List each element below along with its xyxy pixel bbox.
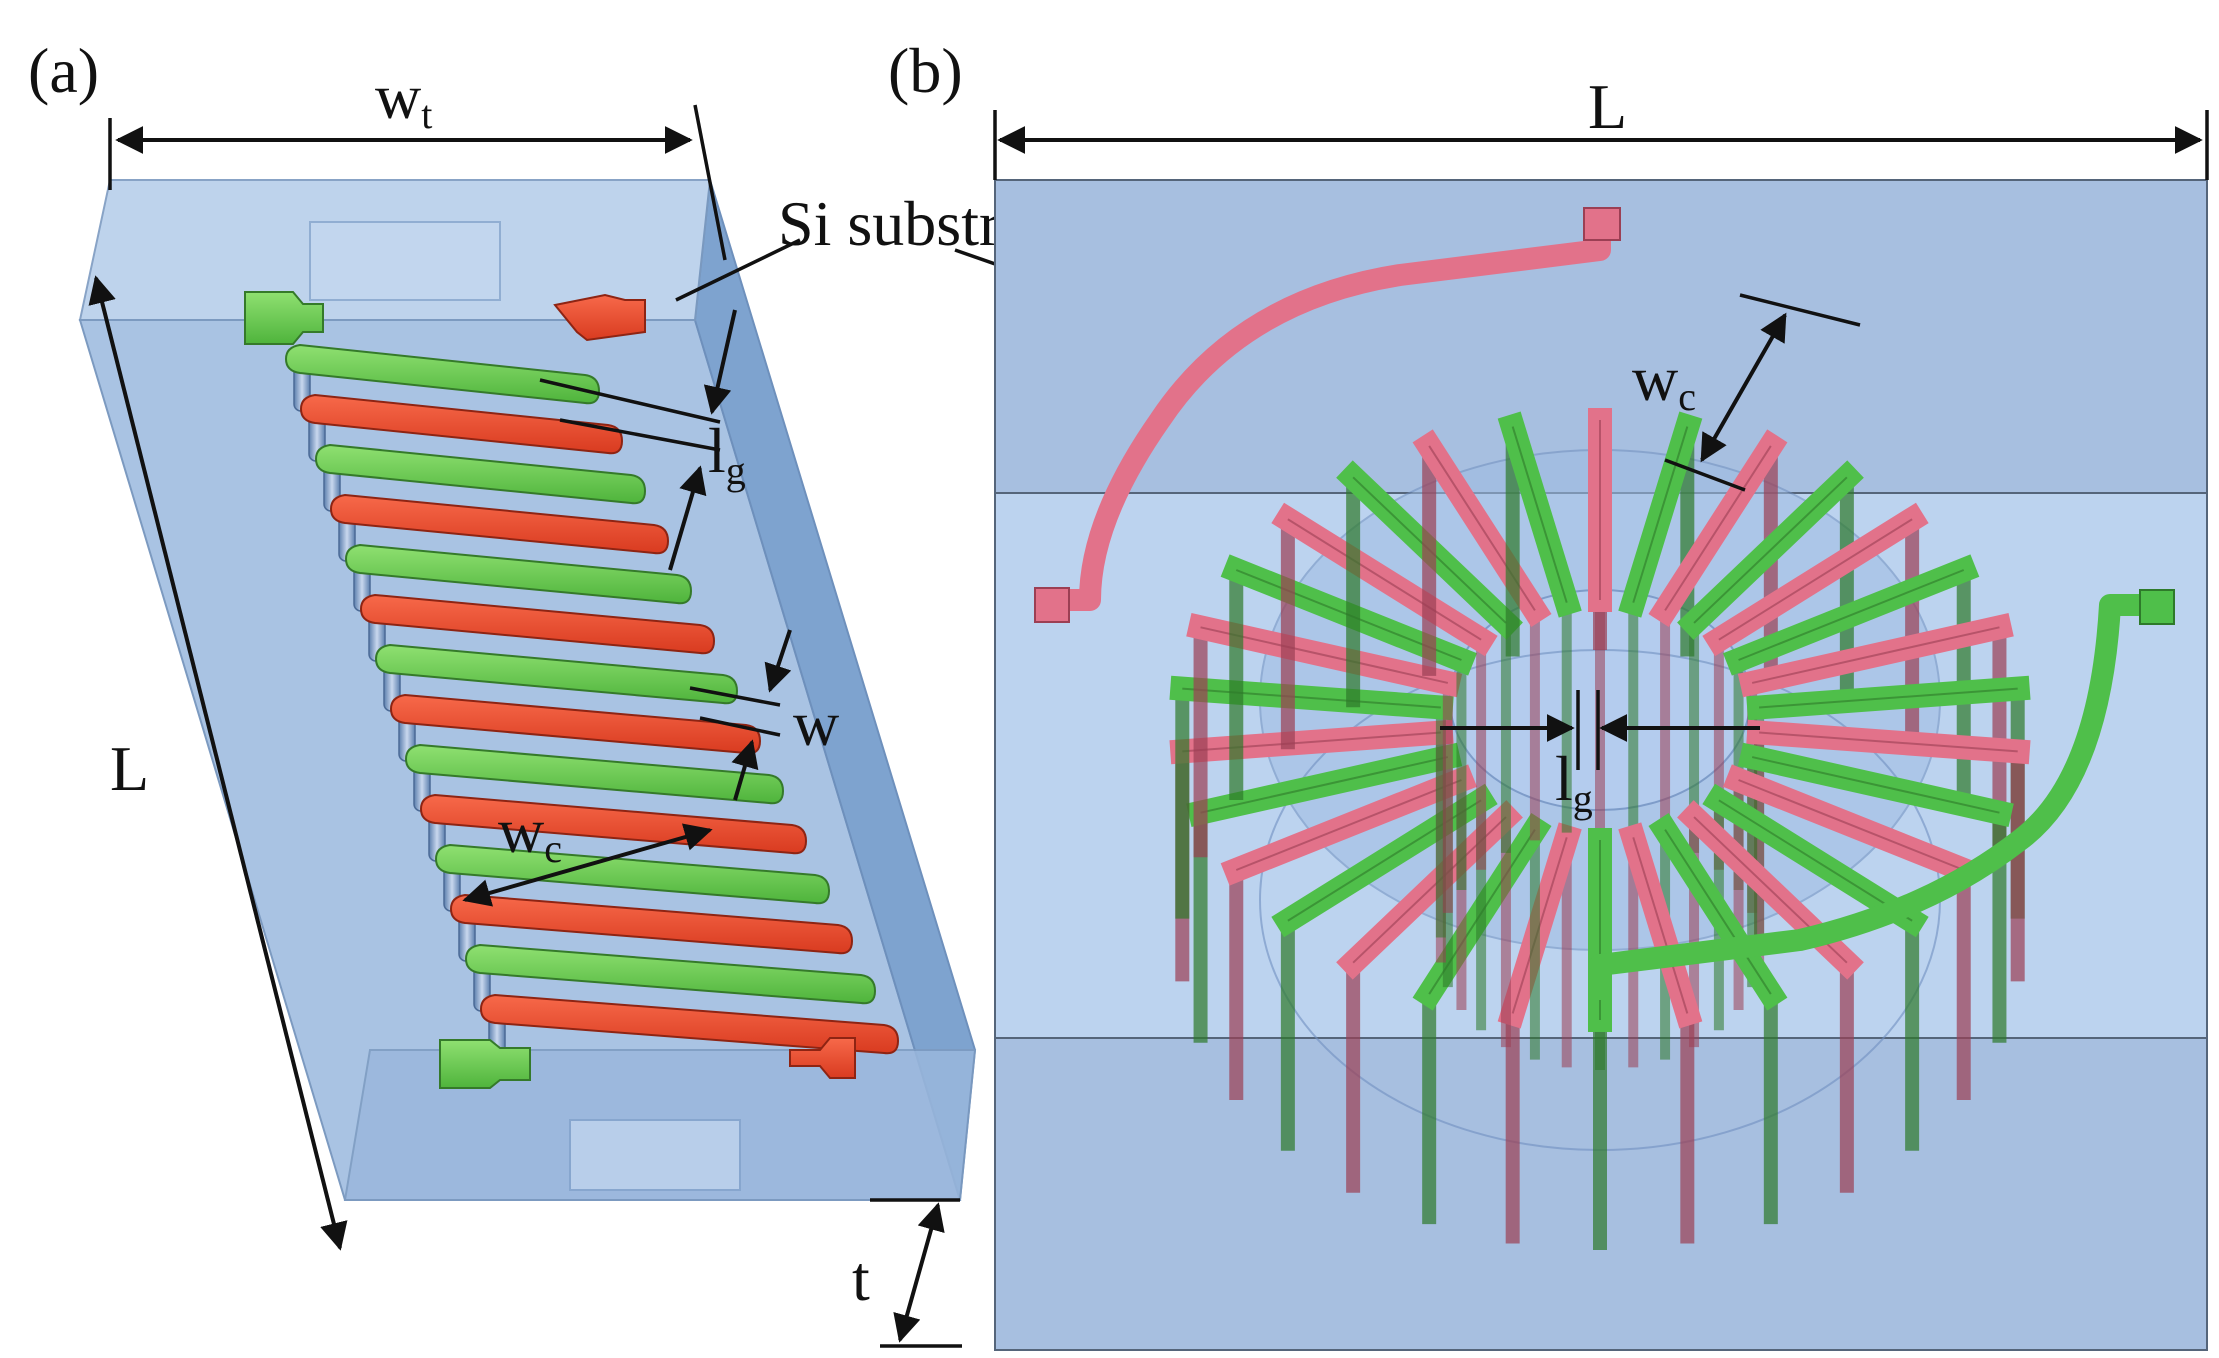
dim-arrow-wire-a-top (764, 629, 792, 693)
coil-finger-edge (1664, 829, 1772, 995)
coil-finger-edge (1693, 476, 1848, 624)
red-coil-segment (449, 893, 854, 955)
coil-finger-edge (1632, 426, 1689, 603)
green-lead-trace (1589, 594, 2160, 1000)
coil-finger-edge (1200, 756, 1449, 814)
green-coil-segment (404, 743, 785, 805)
green-coil-segment (464, 943, 877, 1005)
red-contact-pad-bottom (789, 1037, 856, 1079)
red-coil-segment (359, 593, 716, 655)
leader-coil-b-2 (1664, 458, 1746, 492)
green-lead-pad-right (2139, 589, 2175, 625)
coil-finger-edge (1751, 756, 2000, 814)
core-box-bottom (569, 1119, 741, 1191)
leader-substrate-a (675, 238, 801, 302)
dim-arrow-length-a (88, 275, 348, 1251)
red-contact-pad-top (553, 293, 646, 342)
coil-finger-edge (1182, 687, 1441, 709)
coil-finger-edge (1738, 779, 1965, 871)
dim-arrow-gap-a-top (703, 309, 737, 415)
dim-arrow-coil-b (1700, 312, 1787, 463)
coil-finger-edge (1511, 426, 1568, 603)
coil-finger-edge (1182, 731, 1441, 753)
toroid-coil (1169, 408, 2031, 1250)
panel-b-tag: (b) (888, 35, 963, 106)
label-width-total: wt (375, 61, 432, 137)
dim-tick-width-right (693, 104, 727, 261)
red-coil-segment (479, 993, 900, 1055)
coil-finger-edge (1235, 779, 1462, 871)
dim-arrow-wire-a-bottom (731, 739, 759, 801)
label-thickness: t (852, 1243, 870, 1314)
green-contact-pad-bottom (439, 1039, 531, 1089)
dim-arrow-gap-a-bottom (668, 465, 707, 571)
coil-finger-edge (1759, 731, 2018, 753)
core-box-top (309, 221, 501, 301)
green-coil-segment (374, 643, 739, 705)
coil-finger-edge (1287, 518, 1482, 641)
label-wire-a: w (793, 688, 839, 759)
label-coil-b: wc (1632, 343, 1696, 419)
leader-gap-a-2 (559, 418, 721, 452)
label-gap-a: lg (708, 415, 746, 493)
coil-finger-edge (1664, 445, 1772, 611)
panel-a-solenoid: wt (a) L lg w wc t (28, 35, 977, 1348)
dim-arrow-thickness (893, 1202, 945, 1343)
coil-finger-edge (1751, 626, 2000, 684)
dim-arrow-coil-a (462, 823, 713, 907)
panel-a-tag: (a) (28, 35, 99, 106)
leader-gap-a-1 (539, 378, 721, 424)
leader-wire-a-1 (689, 686, 781, 707)
label-coil-a: wc (498, 795, 562, 871)
pink-lead-pad-top (1583, 207, 1621, 241)
label-length-a: L (110, 733, 149, 804)
leader-wire-a-2 (699, 716, 781, 737)
pink-lead-trace (1040, 218, 1611, 611)
label-gap-b: lg (1555, 743, 1593, 821)
leader-coil-b-1 (1739, 293, 1861, 327)
coil-finger-edge (1718, 799, 1913, 922)
coil-finger-edge (1738, 569, 1965, 661)
panel-b-toroid: L (b) wc lg (888, 35, 2209, 1351)
pink-lead-pad-left (1034, 587, 1070, 623)
coil-finger-edge (1718, 518, 1913, 641)
coil-finger-edge (1759, 687, 2018, 709)
label-length-b: L (1588, 71, 1627, 142)
coil-finger-edge (1632, 837, 1689, 1014)
